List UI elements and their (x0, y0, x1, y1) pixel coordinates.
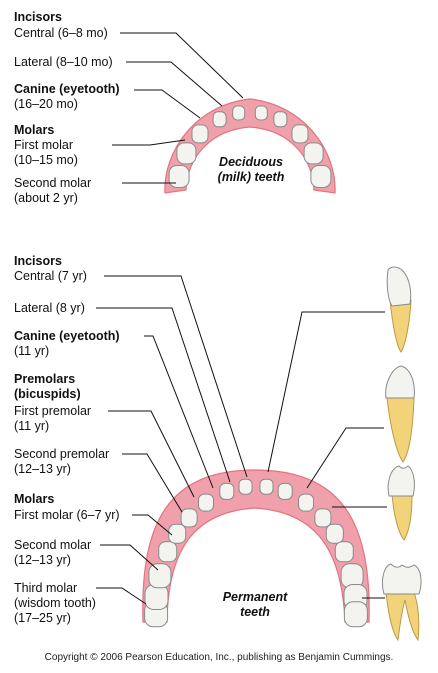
deciduous-tooth (212, 111, 227, 128)
molar-roots (385, 591, 420, 642)
permanent-tooth (168, 523, 187, 544)
permanent-caption-line2: teeth (240, 605, 270, 619)
dec-second-molar-label: Second molar (14, 176, 92, 190)
dec-central-label: Central (6–8 mo) (14, 26, 108, 40)
perm-molars-heading: Molars (14, 492, 55, 506)
deciduous-tooth (273, 111, 288, 128)
incisor-root (389, 299, 412, 353)
perm-premolars-heading: Premolars (14, 372, 76, 386)
deciduous-tooth (191, 124, 209, 144)
dec-second-molar-age: (about 2 yr) (14, 191, 78, 205)
perm-lateral-label: Lateral (8 yr) (14, 301, 85, 315)
deciduous-tooth (310, 165, 332, 188)
incisor-side-view (386, 266, 412, 353)
deciduous-tooth (176, 142, 197, 165)
leader-lines (96, 32, 387, 605)
leader-dec-first-molar (112, 139, 186, 146)
permanent-tooth (158, 541, 178, 563)
leader-canine-side (306, 427, 384, 489)
permanent-tooth (259, 478, 274, 495)
permanent-tooth (314, 508, 332, 528)
deciduous-tooth (254, 105, 268, 121)
perm-premolars-alt: (bicuspids) (14, 387, 81, 401)
permanent-tooth (334, 541, 354, 563)
permanent-caption-line1: Permanent (222, 590, 288, 604)
premolar-side-view (387, 465, 415, 541)
deciduous-arch (164, 98, 336, 194)
perm-central-label: Central (7 yr) (14, 269, 87, 283)
perm-second-premolar-label: Second premolar (14, 447, 110, 461)
deciduous-tooth (303, 142, 324, 165)
permanent-teeth (144, 478, 368, 628)
canine-crown (385, 365, 415, 399)
dec-molars-heading: Molars (14, 123, 55, 137)
deciduous-tooth (232, 105, 246, 121)
leader-perm-third-molar (96, 587, 147, 605)
perm-second-molar-label: Second molar (14, 538, 92, 552)
permanent-tooth (298, 493, 314, 512)
premolar-crown (387, 465, 415, 497)
permanent-arch (142, 469, 370, 628)
deciduous-gum (164, 98, 336, 194)
copyright-notice: Copyright © 2006 Pearson Education, Inc.… (44, 652, 394, 663)
dec-canine-age: (16–20 mo) (14, 97, 78, 111)
leader-perm-canine (144, 335, 214, 489)
deciduous-teeth (168, 105, 332, 188)
leader-dec-lateral (126, 61, 223, 107)
permanent-caption: Permanent teeth (210, 590, 300, 620)
deciduous-tooth (291, 124, 309, 144)
perm-first-premolar-label: First premolar (14, 404, 92, 418)
perm-third-molar-age: (17–25 yr) (14, 611, 71, 625)
perm-first-molar-label: First molar (6–7 yr) (14, 508, 120, 522)
deciduous-caption-line2: (milk) teeth (217, 170, 285, 184)
permanent-tooth (343, 601, 368, 628)
deciduous-caption: Deciduous (milk) teeth (206, 155, 296, 185)
leader-perm-first-molar (132, 514, 173, 536)
permanent-tooth (148, 563, 172, 589)
leader-dec-canine (134, 89, 201, 119)
permanent-tooth (198, 493, 214, 512)
permanent-tooth (277, 482, 293, 500)
canine-side-view (385, 365, 415, 463)
deciduous-tooth (168, 165, 190, 188)
perm-third-molar-label: Third molar (14, 581, 78, 595)
molar-side-view (381, 563, 422, 642)
canine-root (386, 397, 415, 463)
dec-first-molar-age: (10–15 mo) (14, 153, 78, 167)
molar-crown (381, 563, 422, 595)
dec-lateral-label: Lateral (8–10 mo) (14, 55, 113, 69)
perm-second-molar-age: (12–13 yr) (14, 553, 71, 567)
dec-incisors-heading: Incisors (14, 10, 62, 24)
dec-first-molar-label: First molar (14, 138, 74, 152)
perm-canine-heading: Canine (eyetooth) (14, 329, 120, 343)
perm-first-premolar-age: (11 yr) (14, 419, 50, 433)
permanent-tooth (180, 508, 198, 528)
premolar-root (391, 494, 413, 541)
leader-perm-first-premolar (108, 410, 195, 498)
permanent-tooth (325, 523, 344, 544)
dec-canine-heading: Canine (eyetooth) (14, 82, 120, 96)
leader-perm-lateral (96, 307, 231, 483)
incisor-crown (386, 266, 412, 307)
leader-perm-second-molar (100, 544, 159, 571)
leader-perm-central (104, 275, 248, 478)
leader-incisor-side (267, 311, 385, 473)
perm-second-premolar-age: (12–13 yr) (14, 462, 71, 476)
deciduous-caption-line1: Deciduous (219, 155, 283, 169)
permanent-tooth (219, 482, 235, 500)
perm-canine-age: (11 yr) (14, 344, 50, 358)
perm-third-molar-alt: (wisdom tooth) (14, 596, 96, 610)
perm-incisors-heading: Incisors (14, 254, 62, 268)
leader-dec-central (120, 32, 244, 99)
leader-perm-second-premolar (122, 453, 183, 513)
permanent-tooth (238, 478, 253, 495)
